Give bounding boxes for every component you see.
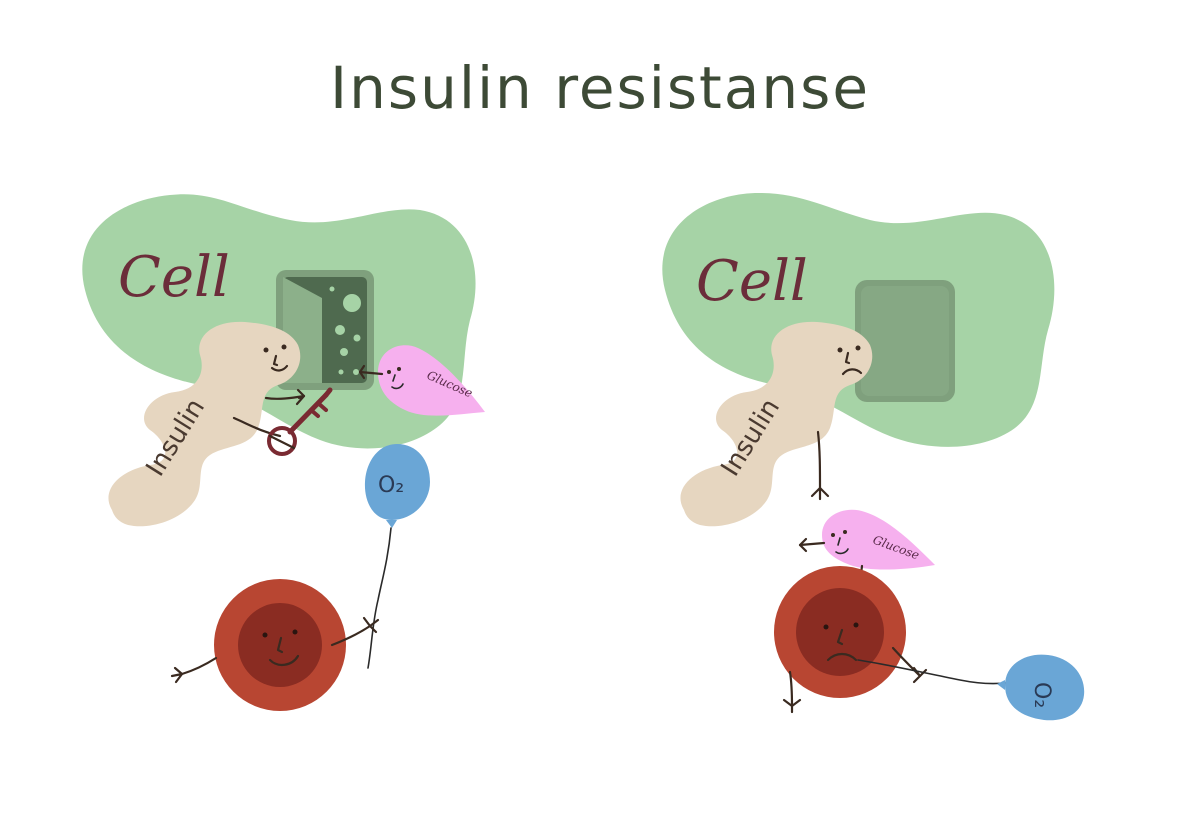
panel-normal: Cell Insulin	[82, 194, 485, 711]
cell-door-closed	[855, 280, 955, 402]
cell-door-open	[276, 270, 374, 390]
panel-resistance: Cell Insulin Glucose	[662, 192, 1085, 721]
cell-label: Cell	[118, 245, 230, 310]
glucose-character: Glucose	[798, 509, 935, 584]
o2-balloon: O₂	[997, 654, 1085, 721]
diagram-title: Insulin resistanse	[330, 54, 870, 122]
key-icon	[267, 387, 333, 456]
red-blood-cell	[774, 566, 1006, 714]
o2-balloon: O₂	[364, 444, 430, 669]
o2-label: O₂	[378, 473, 404, 498]
o2-label: O₂	[1029, 682, 1054, 708]
cell-label: Cell	[696, 249, 808, 314]
red-blood-cell	[170, 579, 380, 711]
